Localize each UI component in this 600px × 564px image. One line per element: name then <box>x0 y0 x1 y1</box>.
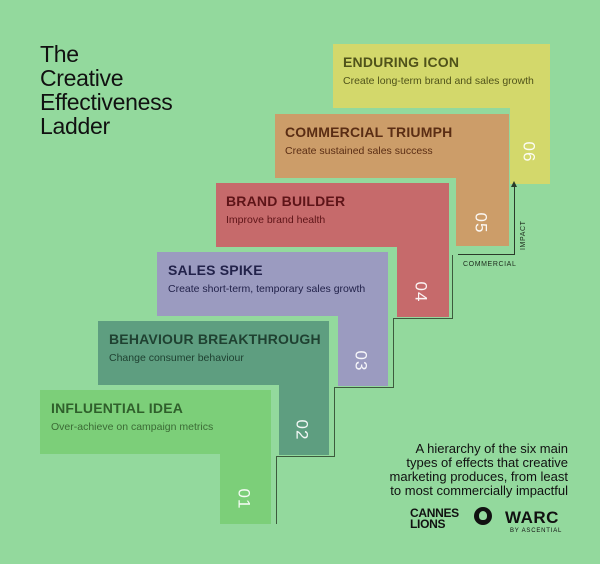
step-description: Create long-term brand and sales growth <box>343 75 534 87</box>
step-bar <box>216 183 449 247</box>
connector-line <box>334 387 335 456</box>
step-description: Improve brand health <box>226 214 326 226</box>
step-number: 06 <box>519 141 539 163</box>
step-description: Create short-term, temporary sales growt… <box>168 283 366 295</box>
title-line: Creative <box>40 65 124 91</box>
description-blurb: A hierarchy of the six main types of eff… <box>380 442 568 498</box>
step-number: 02 <box>292 419 312 441</box>
step-bar <box>333 44 550 108</box>
title-line: Ladder <box>40 113 110 139</box>
step-leg <box>220 454 271 524</box>
blurb-line: to most commercially impactful <box>390 483 568 498</box>
step-bar <box>157 252 388 316</box>
connector-line <box>276 456 277 524</box>
axis-horizontal-line <box>458 254 515 255</box>
step-leg <box>279 385 329 455</box>
step-name: BEHAVIOUR BREAKTHROUGH <box>109 331 321 347</box>
step-leg <box>338 316 388 386</box>
axis-vertical-line <box>514 186 515 254</box>
lions-logo-text: LIONS <box>410 517 446 531</box>
warc-logo-subtitle: BY ASCENTIAL <box>510 528 563 534</box>
connector-line <box>393 318 394 387</box>
step-leg <box>397 247 449 317</box>
step-number: 03 <box>351 350 371 372</box>
step-name: BRAND BUILDER <box>226 193 346 209</box>
step-number: 01 <box>234 488 254 510</box>
step-bar <box>275 114 509 178</box>
step-number: 05 <box>471 212 491 234</box>
blurb-line: marketing produces, from least <box>389 469 568 484</box>
connector-line <box>393 318 453 319</box>
warc-logo: WARC <box>505 508 559 527</box>
step-name: SALES SPIKE <box>168 262 263 278</box>
lion-icon <box>474 507 492 525</box>
page-title: The Creative Effectiveness Ladder <box>40 42 240 138</box>
blurb-line: A hierarchy of the six main <box>415 441 568 456</box>
step-name: ENDURING ICON <box>343 54 460 70</box>
title-line: Effectiveness <box>40 89 173 115</box>
axis-x-label: COMMERCIAL <box>463 261 517 268</box>
step-name: INFLUENTIAL IDEA <box>51 400 184 416</box>
axis-y-label: IMPACT <box>520 220 527 250</box>
axis-arrow-icon <box>511 181 517 187</box>
connector-line <box>276 456 335 457</box>
connector-line <box>334 387 394 388</box>
step-bar <box>40 390 271 454</box>
blurb-line: types of effects that creative <box>406 455 568 470</box>
step-number: 04 <box>411 281 431 303</box>
step-leg <box>456 178 509 246</box>
step-description: Change consumer behaviour <box>109 352 244 364</box>
title-line: The <box>40 41 79 67</box>
cannes-lions-logo: CANNES LIONS <box>410 506 459 531</box>
connector-line <box>452 255 453 318</box>
step-description: Over-achieve on campaign metrics <box>51 421 214 433</box>
step-bar <box>98 321 329 385</box>
step-name: COMMERCIAL TRIUMPH <box>285 124 453 140</box>
step-leg <box>510 108 550 184</box>
cannes-logo-text: CANNES <box>410 506 459 520</box>
step-description: Create sustained sales success <box>285 145 433 157</box>
